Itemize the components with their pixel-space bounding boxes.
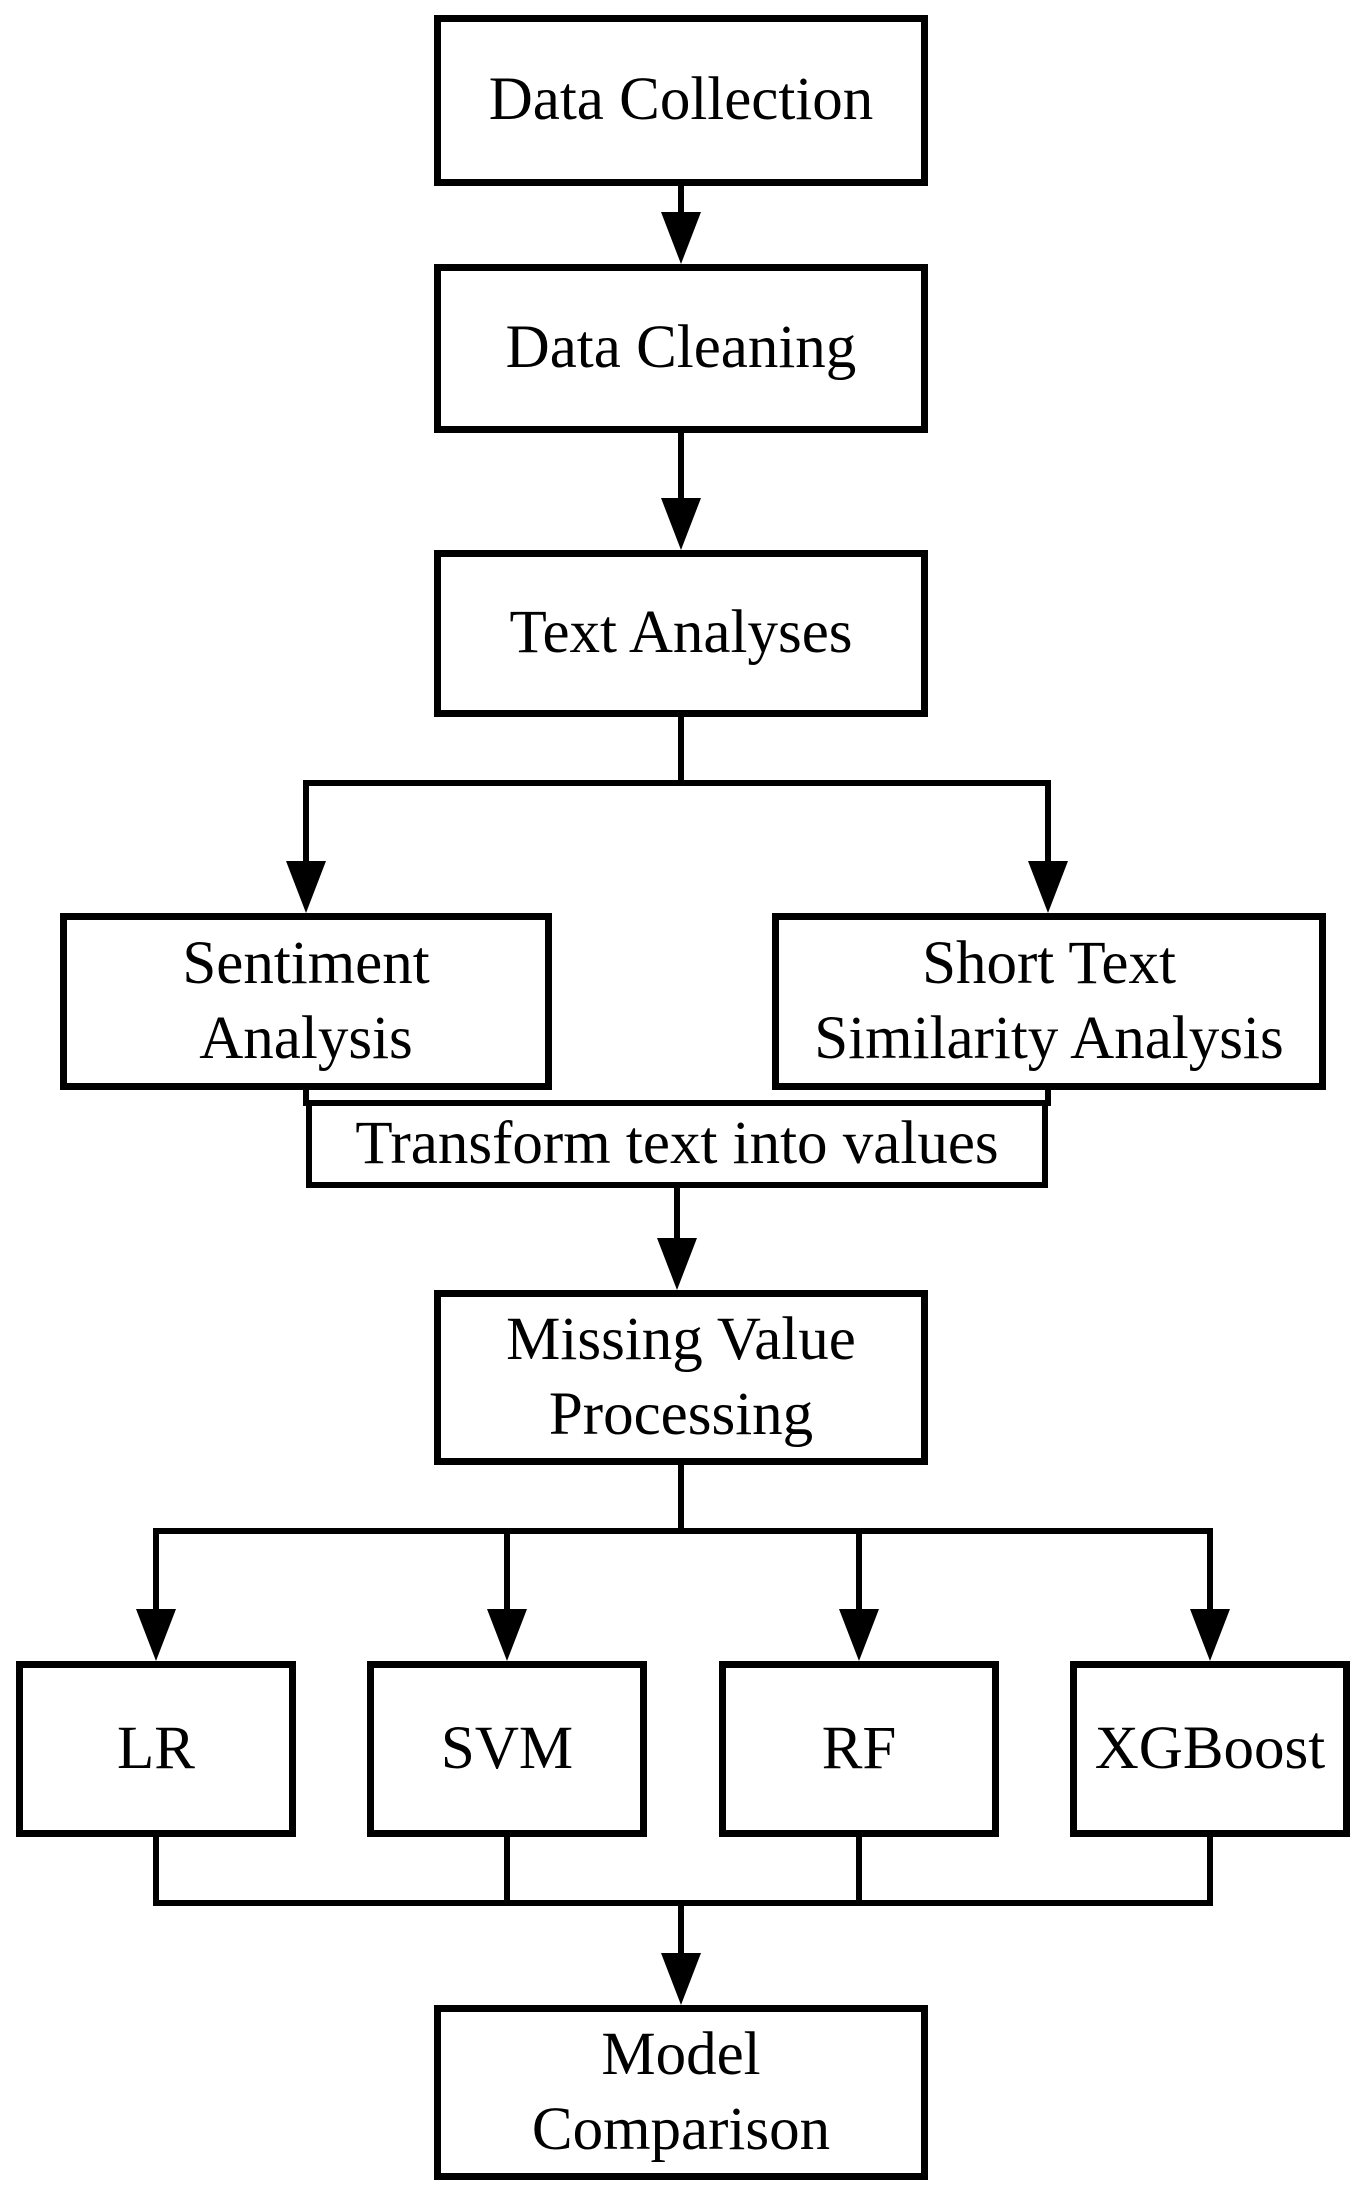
edge-text-analyses-branch: [286, 717, 1068, 913]
node-lr: LR: [16, 1661, 296, 1837]
node-missing-value-processing: Missing Value Processing: [434, 1290, 928, 1465]
node-xgboost: XGBoost: [1070, 1661, 1350, 1837]
edge-data-cleaning-to-text-analyses: [661, 433, 701, 550]
node-transform-text-into-values: Transform text into values: [306, 1100, 1048, 1188]
arrowhead-icon: [286, 861, 326, 913]
node-model-comparison: Model Comparison: [434, 2005, 928, 2180]
node-rf: RF: [719, 1661, 999, 1837]
node-sentiment-analysis: Sentiment Analysis: [60, 913, 552, 1090]
node-svm: SVM: [367, 1661, 647, 1837]
arrowhead-icon: [657, 1238, 697, 1290]
node-data-collection: Data Collection: [434, 15, 928, 186]
arrowhead-icon: [136, 1609, 176, 1661]
arrowhead-icon: [839, 1609, 879, 1661]
arrowhead-icon: [1190, 1609, 1230, 1661]
node-short-text-similarity-analysis: Short Text Similarity Analysis: [772, 913, 1326, 1090]
arrowhead-icon: [661, 1953, 701, 2005]
arrowhead-icon: [1028, 861, 1068, 913]
node-text-analyses: Text Analyses: [434, 550, 928, 717]
edge-models-convergence: [153, 1837, 1213, 2005]
edge-missing-value-fanout: [136, 1465, 1230, 1661]
edge-transform-to-missing-value: [657, 1188, 697, 1290]
arrowhead-icon: [487, 1609, 527, 1661]
node-data-cleaning: Data Cleaning: [434, 264, 928, 433]
edge-data-collection-to-data-cleaning: [661, 186, 701, 264]
arrowhead-icon: [661, 212, 701, 264]
arrowhead-icon: [661, 498, 701, 550]
